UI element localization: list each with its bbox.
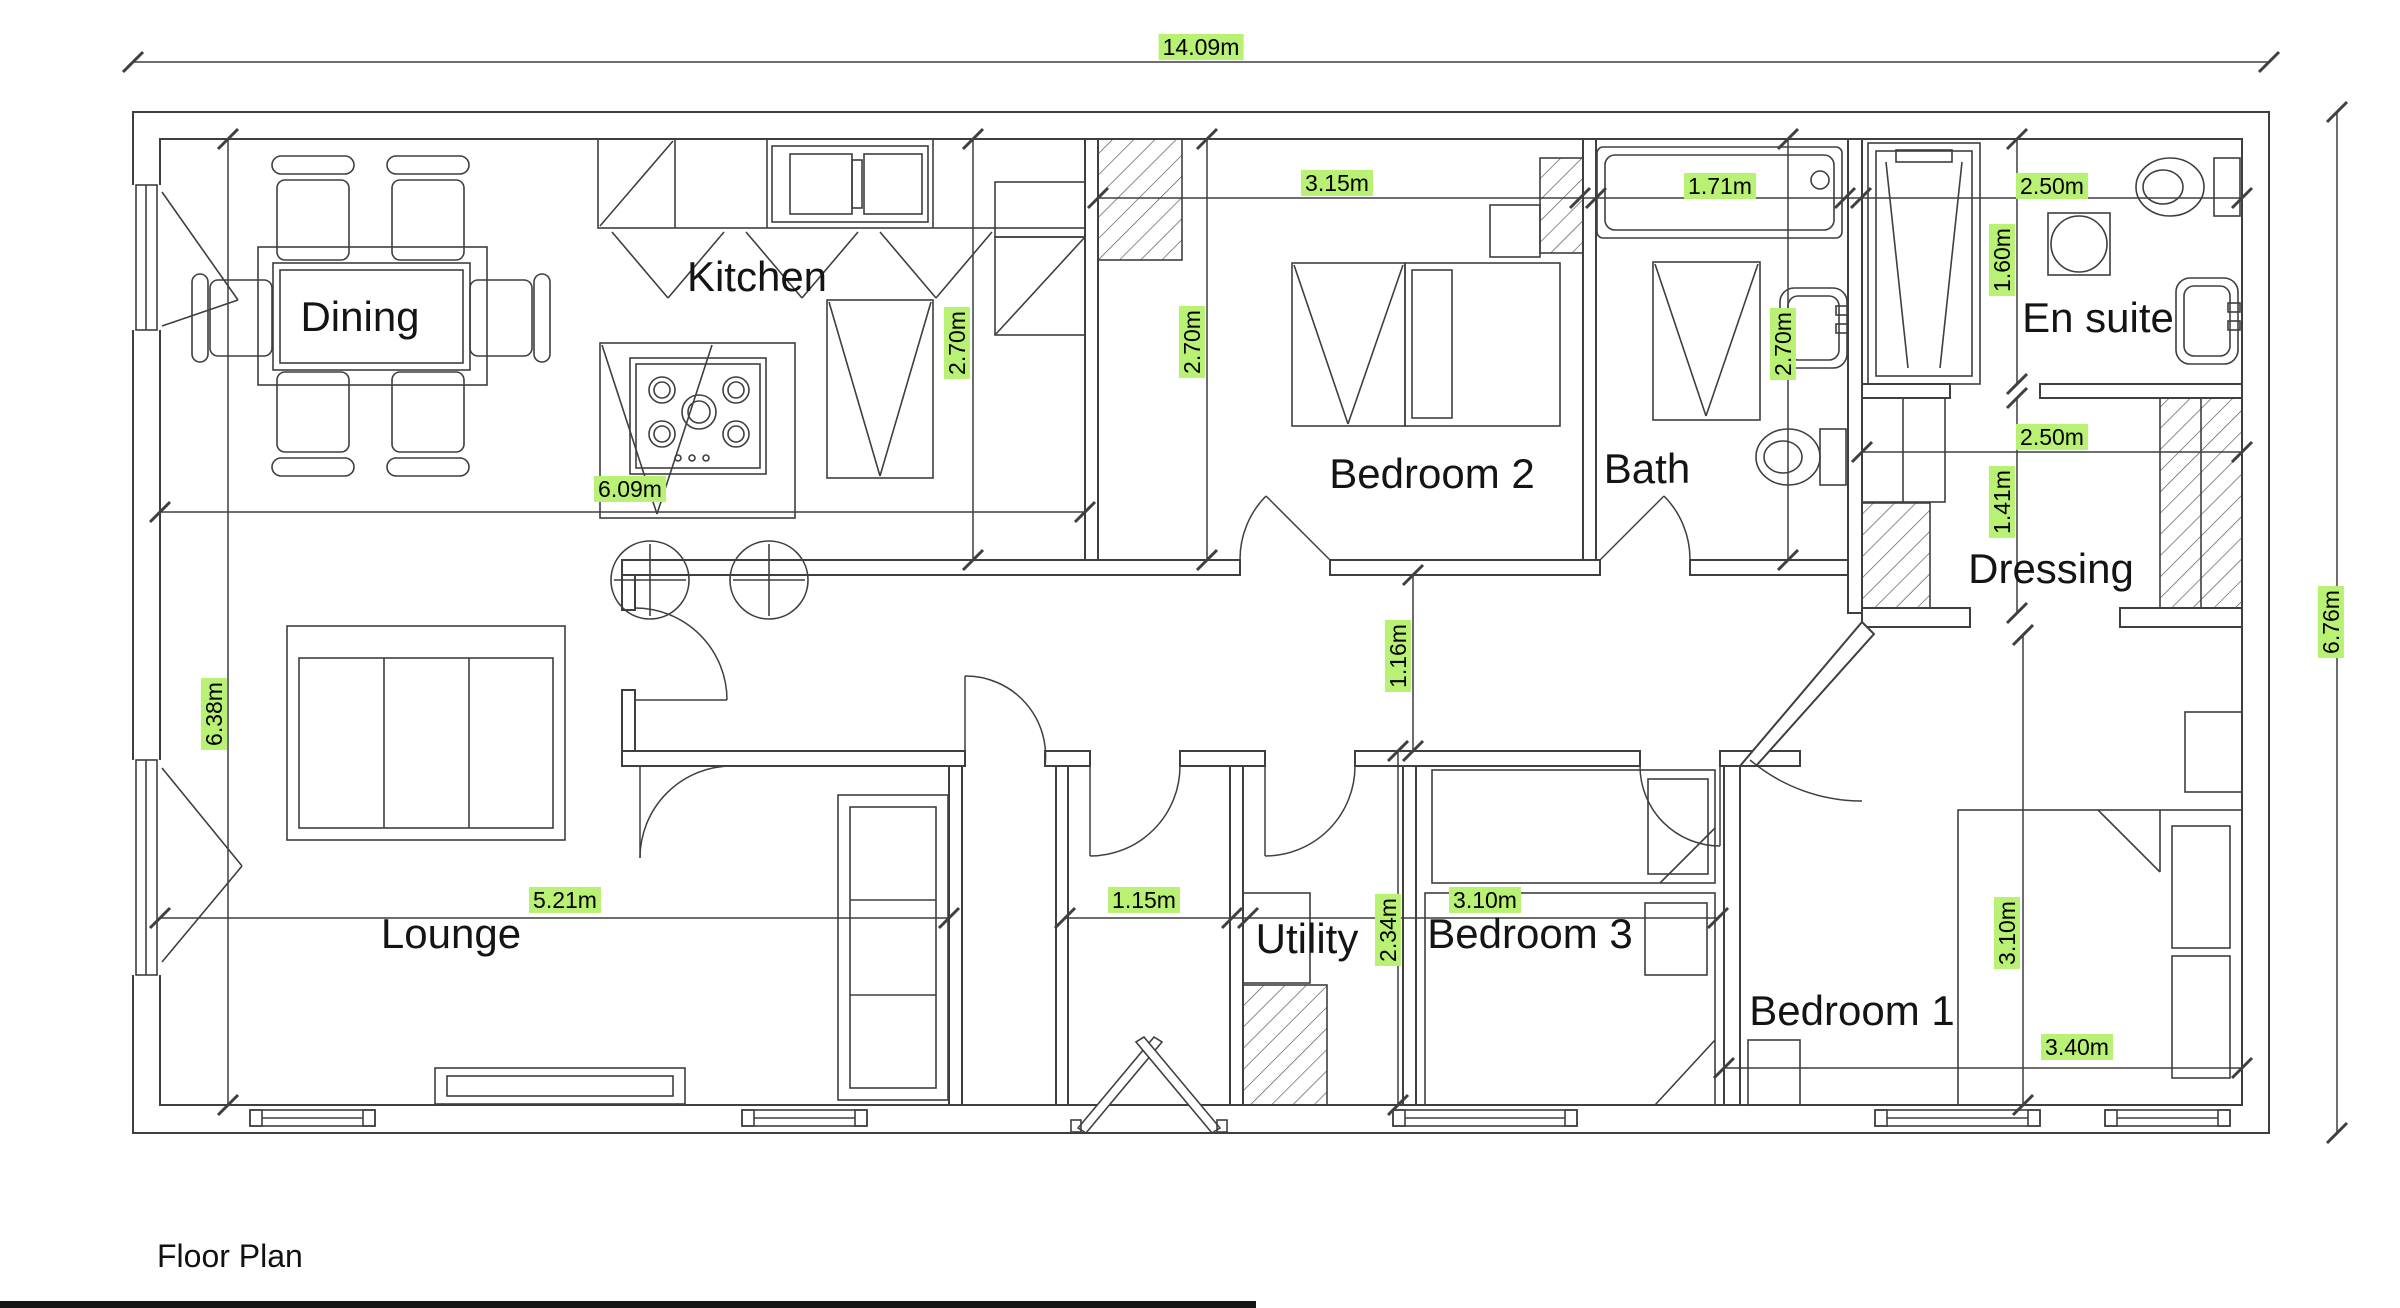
walls — [132, 111, 2270, 1134]
dim-label-kitchen-depth: 2.70m — [943, 307, 971, 379]
bottom-windows — [249, 1106, 2231, 1132]
dim-label-overall-width: 14.09m — [1158, 33, 1244, 61]
room-label-utility: Utility — [1255, 915, 1359, 962]
kitchen-units — [597, 138, 1183, 336]
room-label-bedroom2: Bedroom 2 — [1329, 450, 1535, 497]
bar-stool — [610, 540, 690, 620]
room-label-lounge: Lounge — [380, 910, 522, 957]
bedroom3-beds — [1424, 769, 1716, 1106]
bath-fixtures — [1596, 146, 1849, 486]
drawing-caption: Floor Plan — [157, 1238, 303, 1274]
room-label-bedroom3: Bedroom 3 — [1427, 910, 1633, 957]
dim-label-bedroom2-width: 3.15m — [1301, 169, 1373, 197]
dim-label-hall-width: 1.16m — [1384, 620, 1412, 692]
dim-label-kitchen-width: 6.09m — [594, 475, 666, 503]
windows — [131, 184, 2231, 1135]
dim-label-lounge-width: 5.21m — [529, 886, 601, 914]
dim-label-bath-width: 1.71m — [1684, 172, 1756, 200]
entrance-doors — [1068, 1035, 1230, 1135]
dim-label-utility-height: 2.34m — [1374, 894, 1402, 966]
door-swings — [634, 495, 1863, 859]
dining-set — [191, 155, 551, 477]
dim-label-dressing-width: 2.50m — [2016, 423, 2088, 451]
room-label-ensuite: En suite — [2022, 294, 2174, 341]
screenshot-bottom-edge — [0, 1301, 1256, 1308]
room-label-bedroom1: Bedroom 1 — [1749, 987, 1955, 1034]
dim-label-bath-depth: 2.70m — [1769, 308, 1797, 380]
dim-label-left-height: 6.38m — [200, 678, 228, 750]
ensuite-fixtures — [1867, 142, 2241, 385]
dim-label-bedroom1-width: 3.40m — [2041, 1033, 2113, 1061]
room-label-kitchen: Kitchen — [686, 253, 828, 300]
dim-label-bedroom3-width: 3.10m — [1449, 886, 1521, 914]
dimension-ticks — [121, 50, 2349, 1145]
bedroom2-furniture — [1291, 157, 1584, 427]
dim-label-dressing-height: 1.41m — [1988, 466, 2016, 538]
room-label-bath: Bath — [1603, 445, 1691, 492]
dim-label-wc-width: 1.15m — [1108, 886, 1180, 914]
room-label-dressing: Dressing — [1968, 545, 2134, 592]
dim-label-bedroom1-depth: 3.10m — [1993, 897, 2021, 969]
utility-appliances — [1242, 892, 1328, 1106]
dim-label-bedroom2-depth: 2.70m — [1178, 306, 1206, 378]
lounge-furniture — [286, 625, 949, 1105]
bar-stool — [729, 540, 809, 620]
dressing-wardrobes — [1861, 397, 2243, 609]
dim-label-ensuite-width: 2.50m — [2016, 172, 2088, 200]
bedroom1-bed — [1747, 711, 2243, 1106]
room-label-dining: Dining — [300, 293, 420, 340]
kitchen-island — [599, 299, 934, 620]
dim-label-ensuite-height: 1.60m — [1988, 224, 2016, 296]
dim-label-overall-height: 6.76m — [2317, 586, 2345, 658]
